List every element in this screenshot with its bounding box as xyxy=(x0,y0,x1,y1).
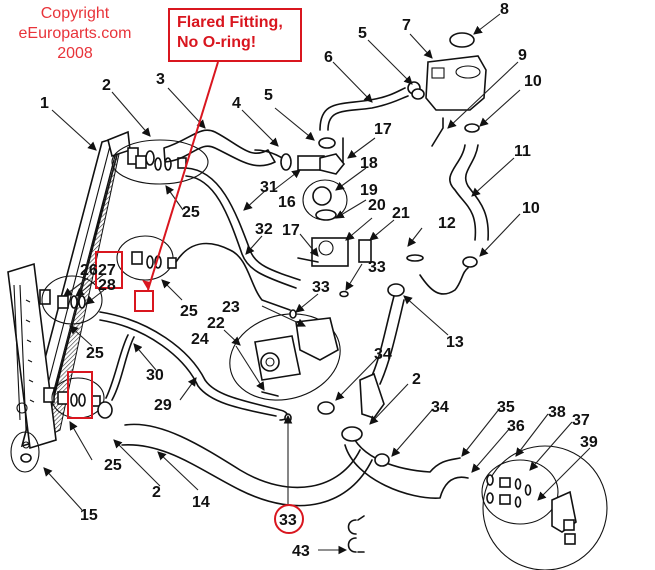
callout-39: 39 xyxy=(580,434,598,451)
leader-lines xyxy=(43,13,591,555)
callout-2: 2 xyxy=(152,484,161,501)
callout-43: 43 xyxy=(292,543,310,560)
callout-17: 17 xyxy=(282,222,300,239)
callout-14: 14 xyxy=(192,494,210,511)
callout-25: 25 xyxy=(86,345,104,362)
flared-fitting-note: Flared Fitting, No O-ring! xyxy=(168,8,302,62)
callout-18: 18 xyxy=(360,155,378,172)
expansion-tank xyxy=(318,32,487,149)
callout-16: 16 xyxy=(278,194,296,211)
callout-labels: 1 2 3 4 5 5 6 7 8 9 10 10 11 12 13 14 15… xyxy=(40,1,598,560)
callout-22: 22 xyxy=(207,315,225,332)
oring-detail-top xyxy=(111,139,209,185)
callout-9: 9 xyxy=(518,47,527,64)
callout-33: 33 xyxy=(312,279,330,296)
callout-10: 10 xyxy=(524,73,542,90)
callout-17: 17 xyxy=(374,121,392,138)
callout-24: 24 xyxy=(191,331,209,348)
callout-28: 28 xyxy=(98,277,116,294)
callout-38: 38 xyxy=(548,404,566,421)
callout-5: 5 xyxy=(264,87,273,104)
callout-8: 8 xyxy=(500,1,509,18)
callout-13: 13 xyxy=(446,334,464,351)
callout-11: 11 xyxy=(514,143,531,160)
callout-26: 26 xyxy=(80,262,98,279)
highlight-box-flared-fitting xyxy=(134,290,154,312)
highlight-box-27-28 xyxy=(95,251,123,289)
note-line-1: Flared Fitting, xyxy=(177,14,283,31)
callout-7: 7 xyxy=(402,17,411,34)
callout-32: 32 xyxy=(255,221,273,238)
callout-35: 35 xyxy=(497,399,515,416)
callout-27: 27 xyxy=(98,262,116,279)
copyright-site: eEuroparts.com xyxy=(18,25,132,42)
oring-detail-left xyxy=(41,275,103,325)
heater-valve-detail xyxy=(481,445,608,570)
note-line-2: No O-ring! xyxy=(177,34,257,51)
thermostat-assembly xyxy=(297,137,372,267)
callout-37: 37 xyxy=(572,412,590,429)
callout-31: 31 xyxy=(260,179,278,196)
callout-19: 19 xyxy=(360,182,378,199)
callout-25: 25 xyxy=(104,457,122,474)
callout-15: 15 xyxy=(80,507,98,524)
callout-30: 30 xyxy=(146,367,164,384)
callout-21: 21 xyxy=(392,205,410,222)
copyright-notice: Copyright eEuroparts.com 2008 xyxy=(0,4,150,64)
callout-2: 2 xyxy=(412,371,421,388)
callout-2: 2 xyxy=(102,77,111,94)
water-pump-assembly xyxy=(229,313,341,401)
callout-23: 23 xyxy=(222,299,240,316)
callout-4: 4 xyxy=(232,95,241,112)
callout-33: 33 xyxy=(368,259,386,276)
highlight-circle-33 xyxy=(274,504,304,534)
copyright-line: Copyright xyxy=(40,5,110,22)
hoses xyxy=(99,87,489,507)
callout-33-highlighted: 33 xyxy=(279,512,297,529)
callout-36: 36 xyxy=(507,418,525,435)
callout-34: 34 xyxy=(374,346,392,363)
callout-34: 34 xyxy=(431,399,449,416)
callout-1: 1 xyxy=(40,95,49,112)
small-parts xyxy=(10,88,478,553)
callout-29: 29 xyxy=(154,397,172,414)
red-highlights xyxy=(67,61,304,534)
copyright-year: 2008 xyxy=(57,45,93,62)
callout-20: 20 xyxy=(368,197,386,214)
highlight-box-orings xyxy=(67,371,93,419)
callout-5: 5 xyxy=(358,25,367,42)
callout-10: 10 xyxy=(522,200,540,217)
oring-detail-bottom xyxy=(51,377,105,419)
oring-detail-mid xyxy=(116,235,177,281)
callout-6: 6 xyxy=(324,49,333,66)
callout-25: 25 xyxy=(182,204,200,221)
callout-12: 12 xyxy=(438,215,456,232)
callout-25: 25 xyxy=(180,303,198,320)
callout-3: 3 xyxy=(156,71,165,88)
